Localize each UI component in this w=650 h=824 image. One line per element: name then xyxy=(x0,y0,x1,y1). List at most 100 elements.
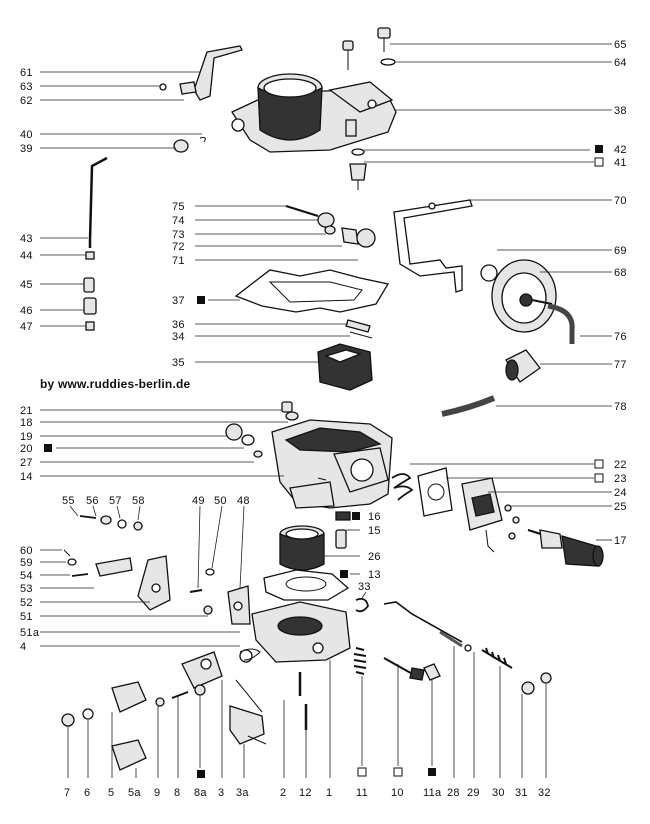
legend-markers xyxy=(44,145,604,778)
part-label: 27 xyxy=(20,457,33,469)
part-label: 59 xyxy=(20,557,33,569)
part-label: 2 xyxy=(280,787,286,799)
part-label: 47 xyxy=(20,321,33,333)
part-clip-33 xyxy=(355,597,369,613)
part-label: 19 xyxy=(20,431,33,443)
part-vacuum-unit-68 xyxy=(480,259,575,344)
part-label: 21 xyxy=(20,405,33,417)
part-label: 14 xyxy=(20,471,33,483)
part-levers-2-3 xyxy=(181,651,267,745)
part-label: 20 xyxy=(20,443,33,455)
part-label: 24 xyxy=(614,487,627,499)
part-small-18-27 xyxy=(225,401,299,458)
part-label: 10 xyxy=(391,787,404,799)
part-label: 49 xyxy=(192,495,205,507)
part-label: 31 xyxy=(515,787,528,799)
part-label: 41 xyxy=(614,157,627,169)
part-number-labels: 65 64 38 42 41 70 69 68 76 77 78 22 23 2… xyxy=(20,39,627,799)
part-label: 33 xyxy=(358,581,371,593)
part-label: 61 xyxy=(20,67,33,79)
part-small-34-36 xyxy=(345,319,373,339)
part-pump-22-25 xyxy=(391,467,520,553)
part-label: 72 xyxy=(172,241,185,253)
part-label: 46 xyxy=(20,305,33,317)
part-screw-assembly-71-75 xyxy=(285,205,376,248)
part-label: 48 xyxy=(237,495,250,507)
part-label: 17 xyxy=(614,535,627,547)
part-label: 22 xyxy=(614,459,627,471)
part-label: 75 xyxy=(172,201,185,213)
part-label: 76 xyxy=(614,331,627,343)
part-label: 51 xyxy=(20,611,33,623)
part-hose-78 xyxy=(441,395,496,417)
part-label: 39 xyxy=(20,143,33,155)
part-rod-43 xyxy=(88,156,108,248)
part-label: 62 xyxy=(20,95,33,107)
part-label: 65 xyxy=(614,39,627,51)
part-label: 57 xyxy=(109,495,122,507)
part-linkage-52-60 xyxy=(63,549,171,611)
part-label: 54 xyxy=(20,570,33,582)
part-label: 52 xyxy=(20,597,33,609)
part-label: 9 xyxy=(154,787,160,799)
part-label: 63 xyxy=(20,81,33,93)
part-label: 50 xyxy=(214,495,227,507)
part-label: 11 xyxy=(356,787,368,799)
part-label: 60 xyxy=(20,545,33,557)
part-label: 36 xyxy=(172,319,185,331)
part-label: 42 xyxy=(614,144,627,156)
part-label: 35 xyxy=(172,357,185,369)
part-label: 26 xyxy=(368,551,381,563)
part-label: 37 xyxy=(172,295,185,307)
part-label: 25 xyxy=(614,501,627,513)
part-label: 55 xyxy=(62,495,75,507)
part-label: 3 xyxy=(218,787,224,799)
part-label: 71 xyxy=(172,255,185,267)
part-venturi-26 xyxy=(279,525,325,571)
leader-lines xyxy=(40,43,612,778)
part-gasket-37 xyxy=(234,269,390,313)
part-label: 73 xyxy=(172,229,185,241)
part-label: 30 xyxy=(492,787,505,799)
part-label: 74 xyxy=(172,215,185,227)
part-label: 69 xyxy=(614,245,627,257)
part-label: 77 xyxy=(614,359,627,371)
part-lever-61 xyxy=(159,45,243,101)
part-throttle-body xyxy=(239,601,351,663)
part-label: 68 xyxy=(614,267,627,279)
part-label: 51a xyxy=(20,627,40,639)
part-small-55-58 xyxy=(79,515,143,531)
part-gasket-13 xyxy=(263,569,350,601)
part-label: 58 xyxy=(132,495,145,507)
part-small-44-47 xyxy=(83,251,97,331)
part-label: 64 xyxy=(614,57,627,69)
part-label: 3a xyxy=(236,787,249,799)
part-screws-12 xyxy=(298,672,308,730)
part-label: 70 xyxy=(614,195,627,207)
part-label: 8a xyxy=(194,787,207,799)
part-label: 16 xyxy=(368,511,381,523)
part-jets-41-42 xyxy=(349,148,367,190)
part-choke-17 xyxy=(527,529,604,567)
part-float-35 xyxy=(317,343,373,391)
part-screws-65 xyxy=(342,27,396,70)
part-label: 32 xyxy=(538,787,551,799)
part-label: 38 xyxy=(614,105,627,117)
part-label: 53 xyxy=(20,583,33,595)
part-label: 28 xyxy=(447,787,460,799)
part-linkage-28-32 xyxy=(383,601,552,695)
part-label: 44 xyxy=(20,250,33,262)
part-label: 4 xyxy=(20,641,26,653)
part-label: 43 xyxy=(20,233,33,245)
part-idle-11-10 xyxy=(353,647,441,681)
part-label: 5a xyxy=(128,787,141,799)
part-label: 40 xyxy=(20,129,33,141)
part-small-15-16 xyxy=(335,511,351,549)
part-filter-77 xyxy=(505,349,541,383)
part-main-body-14 xyxy=(271,419,393,509)
part-label: 5 xyxy=(108,787,114,799)
watermark-text: by www.ruddies-berlin.de xyxy=(40,377,191,391)
part-bracket-70 xyxy=(393,199,473,293)
